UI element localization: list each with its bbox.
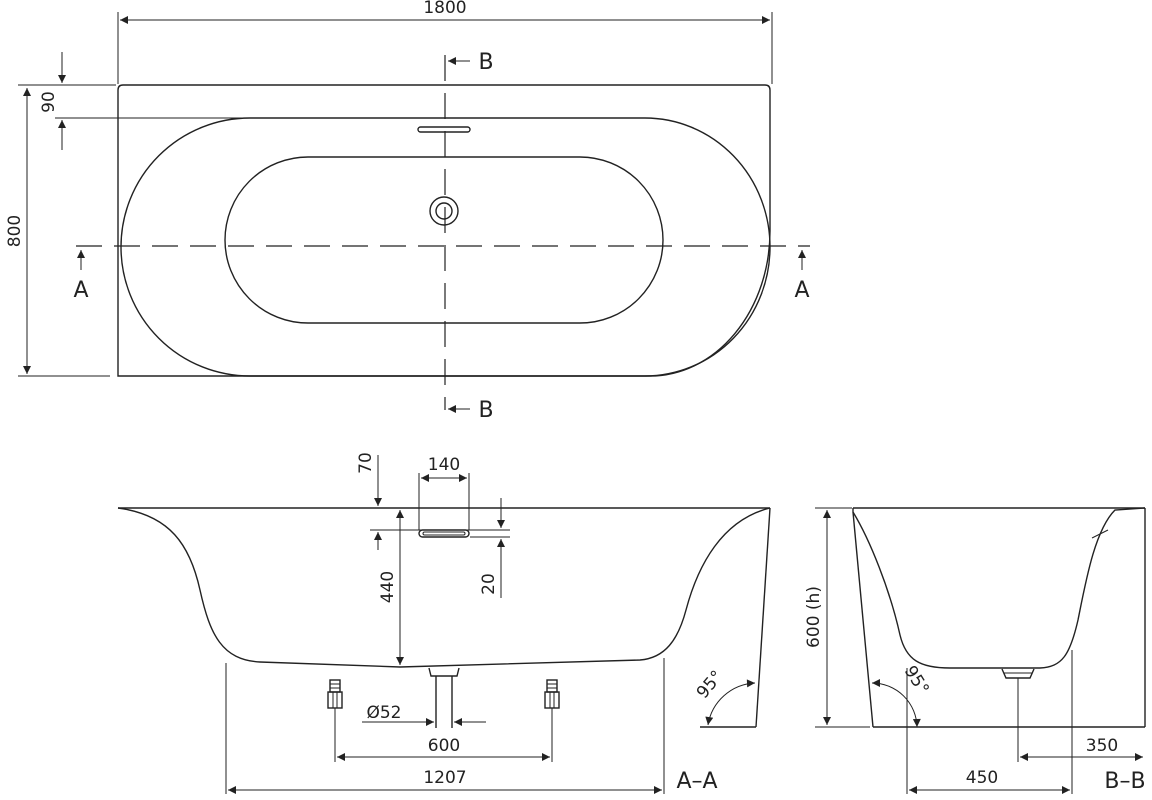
aa-leg-left (327, 679, 343, 713)
section-aa-view: 140 70 440 20 Ø52 600 1207 95° A–A (117, 452, 771, 794)
section-b-bottom: B (478, 398, 493, 423)
rim-outline (120, 117, 771, 377)
drain-inner (435, 202, 453, 220)
aa-dim-leg-spacing: 600 (428, 736, 460, 756)
aa-dim-overflow-height: 20 (479, 573, 499, 595)
dim-depth: 800 (5, 215, 25, 247)
bb-dim-height: 600 (h) (804, 586, 824, 648)
dim-width: 1800 (423, 0, 466, 18)
bb-angle: 95° (900, 662, 933, 698)
basin-outline (224, 156, 664, 324)
section-a-right: A (794, 278, 809, 303)
aa-dim-overflow-width: 140 (428, 455, 460, 475)
aa-drain (428, 667, 460, 677)
bb-tub-profile (852, 507, 1146, 669)
aa-leg-right (544, 679, 560, 713)
bb-title: B–B (1104, 769, 1145, 794)
section-bb-view: 600 (h) 95° 350 450 B–B (804, 507, 1146, 794)
bb-dim-base-width: 450 (966, 768, 998, 788)
overflow-slot (417, 126, 471, 133)
dim-rim: 90 (39, 91, 59, 113)
plan-view: 1800 800 90 A A B B (5, 0, 810, 423)
aa-dim-overflow-top: 70 (356, 452, 376, 474)
aa-dim-base-length: 1207 (423, 768, 466, 788)
aa-overflow (418, 529, 470, 538)
tub-outline (117, 84, 771, 377)
section-b-top: B (478, 50, 493, 75)
bb-dim-drain-offset: 350 (1086, 736, 1118, 756)
section-a-left: A (73, 278, 88, 303)
aa-title: A–A (676, 769, 717, 794)
aa-dim-drain: Ø52 (366, 703, 401, 723)
aa-dim-depth: 440 (378, 571, 398, 603)
drain-outer (429, 196, 459, 226)
